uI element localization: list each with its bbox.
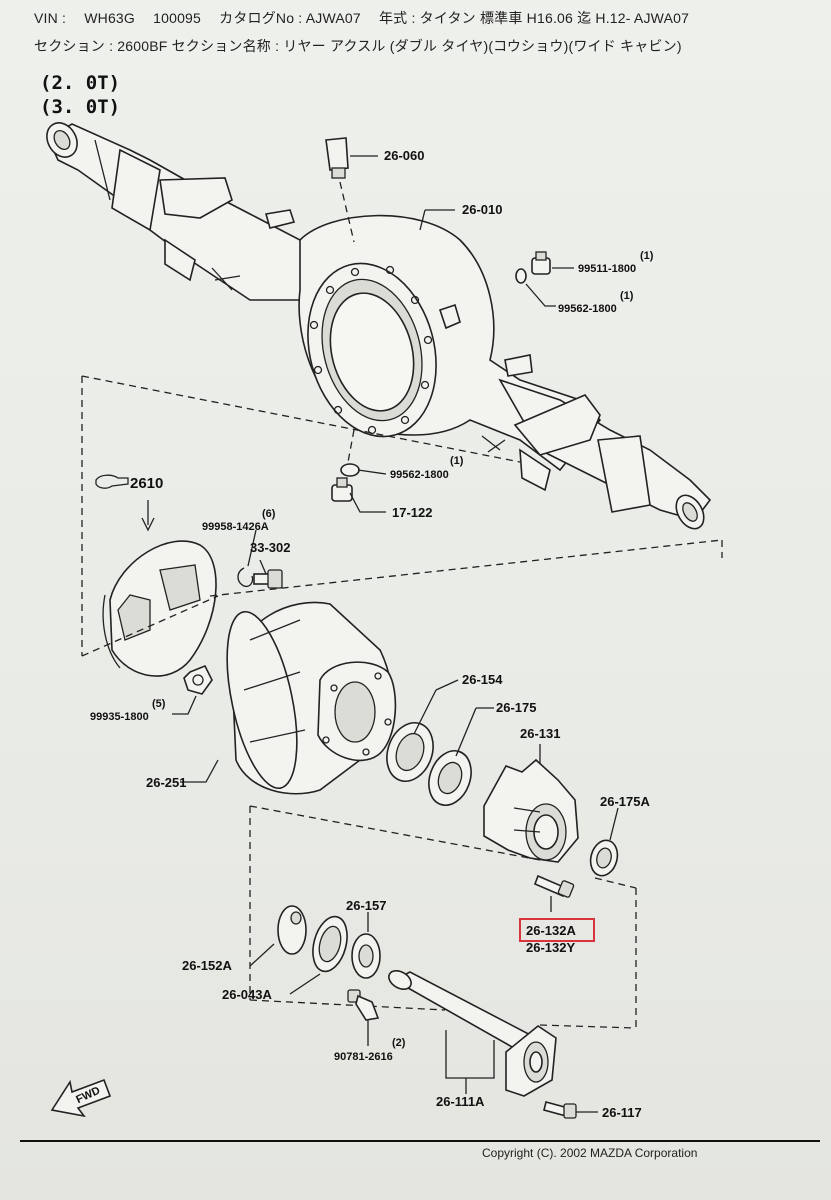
fill-plug[interactable] — [331, 477, 353, 502]
qty-label: (1) — [620, 290, 634, 302]
axle-bearing[interactable] — [351, 933, 381, 979]
breather-plug[interactable] — [325, 137, 349, 179]
retainer-bolt[interactable] — [347, 989, 380, 1021]
variant-label: (3. 0T) — [40, 96, 121, 118]
wheel-bearing[interactable] — [422, 745, 479, 811]
brake-bolt[interactable] — [253, 569, 283, 589]
axle-shaft[interactable] — [386, 967, 557, 1097]
hub-bolt[interactable] — [533, 874, 575, 898]
part-label[interactable]: 99562-1800 — [390, 469, 449, 481]
brake-backing-plate[interactable] — [102, 540, 217, 677]
part-label[interactable]: 26-154 — [462, 672, 503, 687]
variant-label: (2. 0T) — [40, 72, 121, 94]
part-label[interactable]: 26-043A — [222, 987, 272, 1002]
part-label[interactable]: 26-111A — [436, 1094, 485, 1109]
part-label[interactable]: 26-010 — [462, 202, 502, 217]
part-label[interactable]: 33-302 — [250, 540, 290, 555]
part-label[interactable]: 26-152A — [182, 958, 232, 973]
copyright: Copyright (C). 2002 MAZDA Corporation — [482, 1146, 698, 1160]
part-label[interactable]: 26-157 — [346, 898, 386, 913]
part-label[interactable]: 99935-1800 — [90, 711, 149, 723]
axle-housing[interactable] — [41, 117, 712, 533]
part-label[interactable]: 26-132A — [526, 923, 576, 938]
footer-rule — [20, 1140, 820, 1142]
part-label[interactable]: 99958-1426A — [202, 521, 269, 533]
vin-number: 100095 — [153, 10, 202, 26]
retainer-plate[interactable] — [277, 905, 307, 955]
qty-label: (6) — [262, 508, 276, 520]
vin-model: WH63G — [84, 10, 136, 26]
part-label[interactable]: 26-175 — [496, 700, 536, 715]
gasket-washer[interactable] — [515, 268, 527, 284]
axle-stud[interactable] — [543, 1101, 577, 1119]
vin-label: VIN : — [34, 10, 67, 26]
pointing-hand-icon — [95, 474, 129, 489]
part-label[interactable]: 26-131 — [520, 726, 560, 741]
qty-label: (5) — [152, 698, 166, 710]
highlight-box — [519, 918, 595, 942]
gasket-washer[interactable] — [340, 463, 360, 477]
section-line: セクション : 2600BF セクション名称 : リヤー アクスル (ダブル タ… — [34, 38, 682, 54]
drain-plug[interactable] — [531, 251, 551, 275]
qty-label: (2) — [392, 1037, 406, 1049]
part-label[interactable]: 90781-2616 — [334, 1051, 393, 1063]
model-year: 年式 : タイタン 標準車 H16.06 迄 H.12- AJWA07 — [378, 10, 690, 26]
part-label[interactable]: 99511-1800 — [578, 263, 636, 275]
part-label[interactable]: 2610 — [130, 475, 163, 492]
oil-seal[interactable] — [379, 716, 441, 787]
brake-drum[interactable] — [214, 601, 397, 795]
hex-nut[interactable] — [183, 664, 213, 695]
forward-arrow-icon — [50, 1078, 112, 1118]
part-label[interactable]: 99562-1800 — [558, 303, 617, 315]
part-label[interactable]: 26-175A — [600, 794, 650, 809]
part-label[interactable]: 26-060 — [384, 148, 424, 163]
part-label[interactable]: 26-251 — [146, 775, 186, 790]
header-line-1: VIN : WH63G 100095 カタログNo : AJWA07 年式 : … — [34, 8, 703, 28]
part-label[interactable]: 26-117 — [602, 1105, 642, 1120]
wheel-hub[interactable] — [483, 758, 579, 863]
part-label[interactable]: 17-122 — [392, 505, 432, 520]
part-label[interactable]: 26-132Y — [526, 940, 575, 955]
catalog-number: カタログNo : AJWA07 — [219, 10, 361, 26]
axle-shaft-seal[interactable] — [307, 913, 352, 975]
lock-washer[interactable] — [237, 567, 254, 588]
qty-label: (1) — [450, 455, 464, 467]
inner-bearing[interactable] — [587, 837, 621, 879]
qty-label: (1) — [640, 250, 654, 262]
